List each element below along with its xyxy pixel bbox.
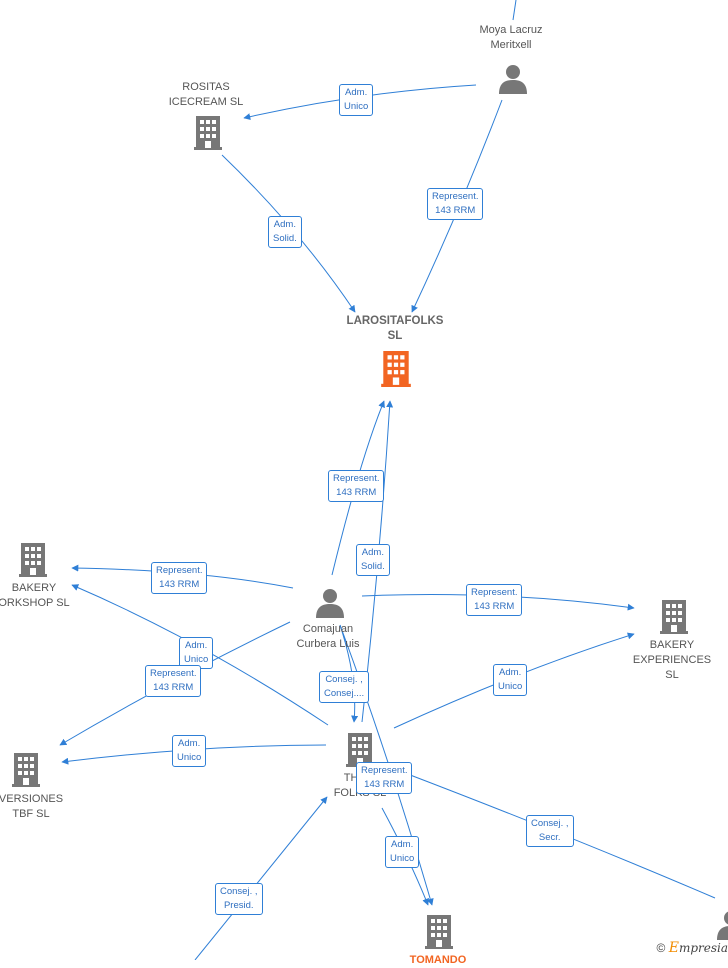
copyright-icon: © bbox=[656, 941, 666, 955]
edge-label[interactable]: Adm.Unico bbox=[179, 637, 214, 669]
edge-label[interactable]: Adm.Unico bbox=[172, 735, 207, 767]
building-icon bbox=[19, 543, 47, 577]
brand-logo-letter: E bbox=[668, 940, 679, 956]
building-icon bbox=[381, 351, 411, 387]
building-icon bbox=[660, 600, 688, 634]
node-label-comajuan: Comajuan Curbera Luis bbox=[296, 623, 360, 650]
edge-label[interactable]: Adm.Unico bbox=[493, 664, 528, 696]
edge-label[interactable]: Adm.Unico bbox=[385, 836, 420, 868]
node-label-inversiones: VERSIONES TBF SL bbox=[0, 793, 64, 820]
node-label-bakery-exp: BAKERY EXPERIENCES SL bbox=[632, 639, 712, 681]
brand-logo-text: mpresia bbox=[678, 941, 728, 955]
icons-layer bbox=[12, 65, 728, 949]
person-icon bbox=[499, 65, 527, 94]
edge-label[interactable]: Represent.143 RRM bbox=[427, 188, 484, 220]
building-icon bbox=[12, 753, 40, 787]
edge-label[interactable]: Consej. ,Presid. bbox=[215, 883, 263, 915]
edge-label[interactable]: Represent.143 RRM bbox=[356, 762, 413, 794]
edge-label[interactable]: Adm.Solid. bbox=[268, 216, 302, 248]
building-icon bbox=[425, 915, 453, 949]
node-label-bakery-workshop: BAKERY ORKSHOP SL bbox=[0, 582, 70, 609]
building-icon bbox=[194, 116, 222, 150]
watermark: © Empresia bbox=[657, 940, 728, 956]
node-label-moya: Moya Lacruz Meritxell bbox=[479, 24, 543, 51]
edge-label[interactable]: Adm.Unico bbox=[339, 84, 374, 116]
edge-label[interactable]: Consej. ,Secr. bbox=[526, 815, 574, 847]
node-label-rositas: ROSITAS ICECREAM SL bbox=[168, 81, 244, 108]
edges-layer bbox=[59, 0, 716, 960]
node-label-larosita: LAROSITAFOLKS SL bbox=[346, 315, 444, 342]
edge-label[interactable]: Represent.143 RRM bbox=[328, 470, 385, 502]
edge-line bbox=[194, 796, 328, 960]
edge-label[interactable]: Consej. ,Consej.... bbox=[319, 671, 370, 703]
person-icon bbox=[717, 911, 728, 940]
edge-line bbox=[512, 0, 517, 21]
edge-label[interactable]: Represent.143 RRM bbox=[151, 562, 208, 594]
edge-label[interactable]: Represent.143 RRM bbox=[145, 665, 202, 697]
edge-label[interactable]: Represent.143 RRM bbox=[466, 584, 523, 616]
edge-label[interactable]: Adm.Solid. bbox=[356, 544, 390, 576]
node-label-tomando: TOMANDO bbox=[409, 954, 467, 966]
person-icon bbox=[316, 589, 344, 618]
